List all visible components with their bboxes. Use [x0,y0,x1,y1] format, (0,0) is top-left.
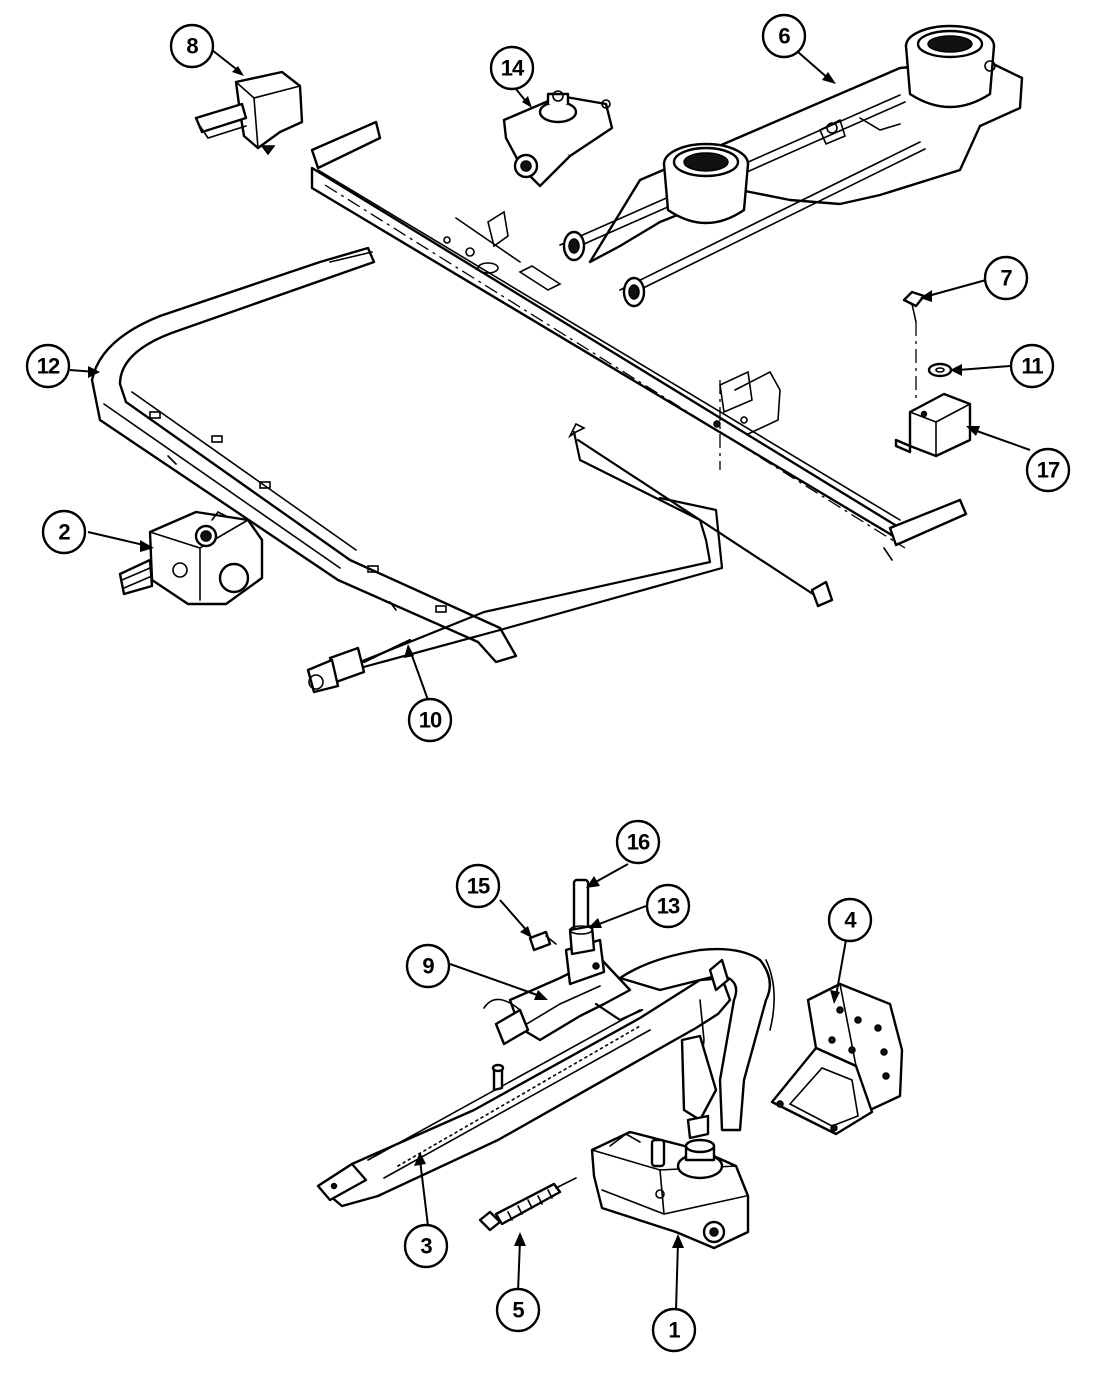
thermocouple-part-10 [306,422,834,694]
safety-valve-part-1 [590,1130,750,1250]
callout-label: 14 [501,56,525,81]
screw-part-7 [902,290,926,400]
callout-label: 12 [37,354,60,379]
callout-label: 3 [420,1234,432,1259]
callout-12: 12 [25,343,71,389]
callout-11: 11 [1009,343,1055,389]
callout-6: 6 [761,13,807,59]
regulator-part-14 [502,90,614,188]
callout-7: 7 [983,255,1029,301]
callout-label: 6 [778,24,790,49]
callout-15: 15 [455,863,501,909]
callout-label: 10 [419,708,442,733]
callout-label: 4 [844,908,857,933]
callout-4: 4 [827,897,873,943]
callout-label: 1 [668,1318,680,1343]
callout-9: 9 [405,943,451,989]
callout-label: 8 [186,34,198,59]
callout-13: 13 [645,883,691,929]
burner-box-panel [310,120,968,561]
callout-label: 2 [58,520,70,545]
valve-part-2 [118,510,264,606]
callout-16: 16 [615,819,661,865]
bracket-part-17 [894,392,972,458]
callout-5: 5 [495,1287,541,1333]
callout-14: 14 [489,45,535,91]
igniter-bracket-part-9 [483,938,644,1046]
callout-label: 13 [657,894,680,919]
callout-label: 17 [1037,458,1060,483]
oven-burner-part-3 [316,947,775,1208]
leader-lines [69,49,1031,1311]
callout-label: 11 [1021,354,1043,379]
callout-8: 8 [169,23,215,69]
callout-label: 15 [467,874,490,899]
callout-1: 1 [651,1307,697,1353]
callout-label: 9 [422,954,434,979]
callout-label: 7 [1000,266,1012,291]
callout-2: 2 [41,509,87,555]
nut-part-11 [927,362,953,378]
sleeve-part-13 [568,924,596,956]
screw-part-15 [528,930,557,952]
screw-part-5 [478,1177,577,1232]
callout-10: 10 [407,697,453,743]
burner-assembly-part-6 [559,24,1024,308]
bracket-part-4 [770,982,904,1136]
callout-3: 3 [403,1223,449,1269]
callout-label: 16 [627,830,650,855]
callout-label: 5 [512,1298,524,1323]
callout-17: 17 [1025,447,1071,493]
igniter-part-16 [572,878,590,932]
switch-part-8 [194,70,304,156]
manifold-part-12 [90,246,518,664]
